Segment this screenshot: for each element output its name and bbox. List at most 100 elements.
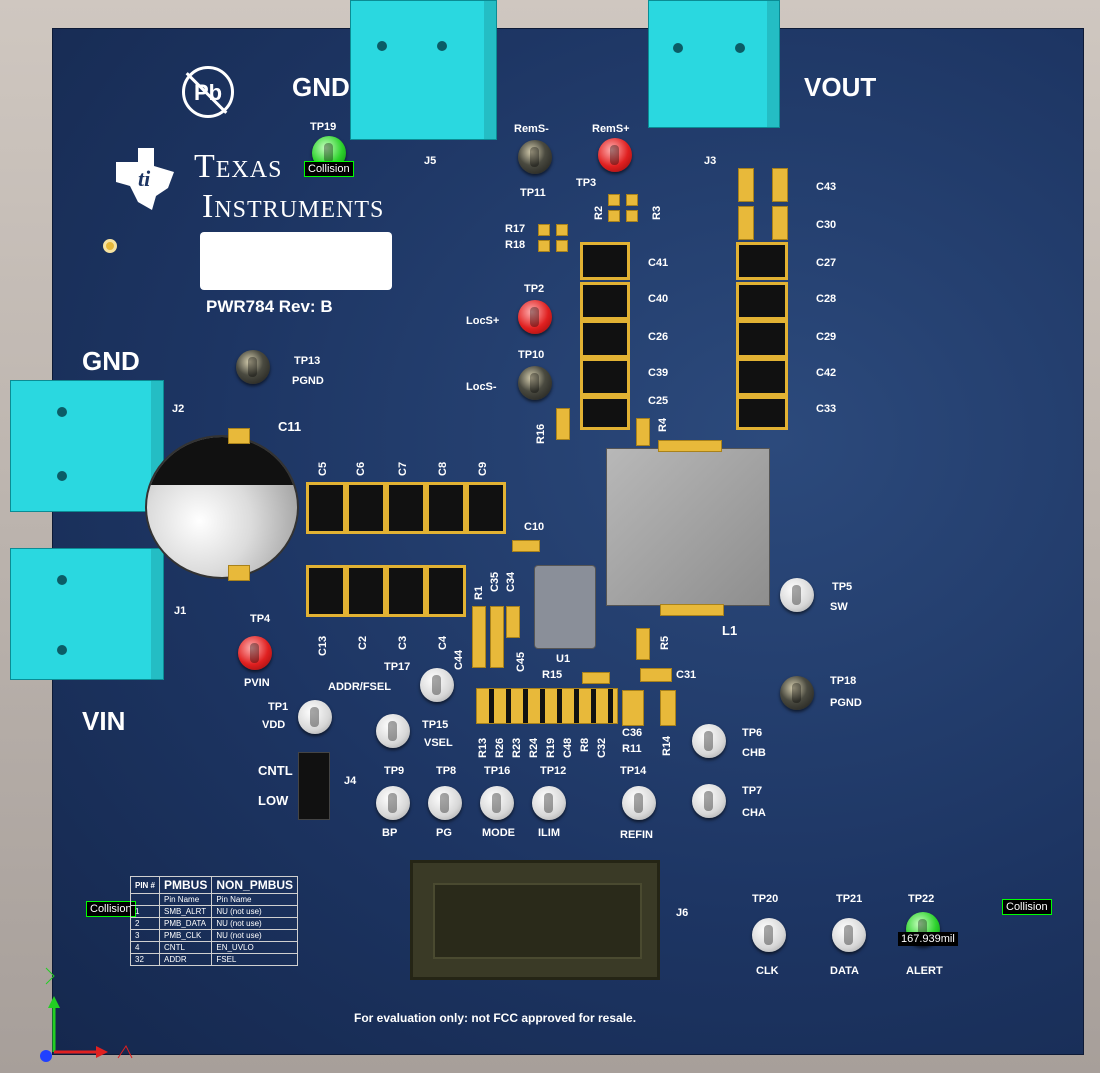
resistor (556, 224, 568, 236)
cell: PMB_DATA (159, 917, 213, 930)
label-tp11-net: RemS- (514, 123, 549, 135)
testpoint-tp2[interactable] (518, 300, 552, 334)
inductor-l1 (606, 448, 770, 606)
label-r15: R15 (542, 669, 563, 681)
label-c11: C11 (278, 419, 302, 434)
collision-marker[interactable]: Collision (86, 901, 136, 918)
testpoint-tp1[interactable] (298, 700, 332, 734)
label-r13: R13 (477, 737, 489, 758)
label-r14: R14 (661, 735, 673, 756)
label-c10: C10 (524, 521, 545, 533)
capacitor (472, 606, 486, 668)
connector-j4[interactable] (298, 752, 330, 820)
label-tp6-net: CHB (742, 747, 766, 759)
testpoint-tp5[interactable] (780, 578, 814, 612)
label-tp4: TP4 (250, 613, 271, 625)
label-tp21: TP21 (836, 893, 863, 905)
testpoint-tp11[interactable] (518, 140, 552, 174)
testpoint-tp16[interactable] (480, 786, 514, 820)
connector-j3[interactable] (648, 0, 780, 128)
label-tp15: TP15 (422, 719, 449, 731)
capacitor (736, 320, 788, 358)
testpoint-tp20[interactable] (752, 918, 786, 952)
connector-j5[interactable] (350, 0, 497, 140)
table-row: 1 SMB_ALRT NU (not use) (129, 905, 299, 918)
svg-text:ti: ti (138, 166, 151, 191)
mounting-hole (103, 239, 117, 253)
label-c32: C32 (596, 737, 608, 758)
label-r24: R24 (528, 737, 540, 758)
capacitor (580, 396, 630, 430)
label-gnd-left: GND (82, 346, 140, 376)
pad (660, 604, 724, 616)
pad (228, 428, 250, 444)
testpoint-tp9[interactable] (376, 786, 410, 820)
testpoint-tp8[interactable] (428, 786, 462, 820)
label-r18: R18 (505, 239, 526, 251)
testpoint-tp4[interactable] (238, 636, 272, 670)
testpoint-tp18[interactable] (780, 676, 814, 710)
cell: SMB_ALRT (159, 905, 213, 918)
label-tp4-net: PVIN (244, 677, 270, 689)
capacitor (426, 482, 466, 534)
testpoint-tp15[interactable] (376, 714, 410, 748)
label-c36: C36 (622, 727, 643, 739)
label-c31: C31 (676, 669, 697, 681)
label-c26: C26 (648, 331, 669, 343)
label-tp20: TP20 (752, 893, 779, 905)
capacitor (386, 565, 426, 617)
label-tp2-net: LocS+ (466, 315, 500, 327)
label-c40: C40 (648, 293, 669, 305)
label-c42: C42 (816, 367, 837, 379)
connector-j6[interactable] (410, 860, 660, 980)
cell: FSEL (211, 953, 299, 966)
capacitor (640, 668, 672, 682)
cell: EN_UVLO (211, 941, 299, 954)
testpoint-tp7[interactable] (692, 784, 726, 818)
table-row: 2 PMB_DATA NU (not use) (129, 917, 299, 930)
resistor (538, 240, 550, 252)
capacitor (580, 358, 630, 396)
label-c7: C7 (397, 461, 409, 476)
testpoint-tp17[interactable] (420, 668, 454, 702)
testpoint-tp14[interactable] (622, 786, 656, 820)
collision-marker[interactable]: Collision (304, 161, 354, 178)
resistor (660, 690, 676, 726)
label-c6: C6 (355, 461, 367, 476)
connector-j2[interactable] (10, 380, 164, 512)
label-c28: C28 (816, 293, 837, 305)
testpoint-tp6[interactable] (692, 724, 726, 758)
collision-marker[interactable]: Collision (1002, 899, 1052, 916)
testpoint-tp21[interactable] (832, 918, 866, 952)
capacitor (736, 242, 788, 280)
label-tp11: TP11 (520, 187, 546, 199)
capacitor (736, 282, 788, 320)
capacitor (736, 396, 788, 430)
cell: ADDR (159, 953, 213, 966)
label-j4: J4 (344, 775, 357, 787)
label-l1: L1 (722, 623, 738, 638)
label-r8: R8 (579, 737, 591, 752)
label-c39: C39 (648, 367, 669, 379)
label-r3: R3 (651, 205, 663, 220)
testpoint-tp12[interactable] (532, 786, 566, 820)
subheader: Pin Name (211, 893, 299, 906)
testpoint-tp3[interactable] (598, 138, 632, 172)
cell: CNTL (159, 941, 213, 954)
testpoint-tp10[interactable] (518, 366, 552, 400)
ti-logo-text-1: Texas (194, 148, 283, 185)
testpoint-tp13[interactable] (236, 350, 270, 384)
label-tp1: TP1 (268, 701, 289, 713)
cell: 1 (129, 905, 161, 918)
connector-j1[interactable] (10, 548, 164, 680)
label-tp13-net: PGND (292, 375, 324, 387)
label-tp3-net: RemS+ (592, 123, 630, 135)
label-tp14: TP14 (620, 765, 647, 777)
label-tp21-net: DATA (830, 965, 859, 977)
label-tp22-net: ALERT (906, 965, 943, 977)
capacitor (506, 606, 520, 638)
label-c43: C43 (816, 181, 837, 193)
cell: PMB_CLK (159, 929, 213, 942)
label-tp18: TP18 (830, 675, 857, 687)
capacitor (580, 242, 630, 280)
